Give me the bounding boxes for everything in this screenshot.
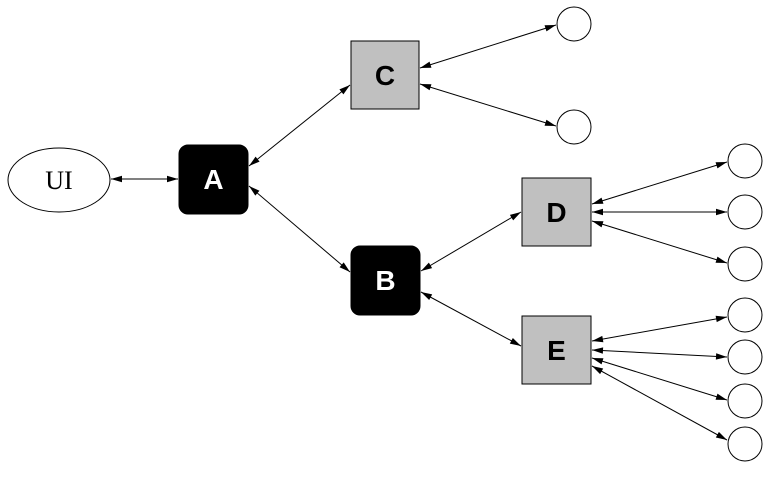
- leaf-node-e-3: [727, 383, 763, 419]
- node-ui-shape: [7, 147, 111, 213]
- edge-e-leaf-2-line: [591, 349, 728, 358]
- leaf-node-e-1: [727, 297, 763, 333]
- edge-c-leaf-2-arrow-start: [420, 84, 432, 91]
- edge-b-d-arrow-start: [421, 262, 433, 271]
- node-c-label: C: [375, 60, 395, 91]
- edge-e-leaf-1-arrow-start: [592, 335, 604, 343]
- leaf-node-c-1: [556, 6, 592, 42]
- node-b: B: [350, 245, 421, 316]
- node-b-shape: [350, 245, 421, 316]
- edge-d-leaf-1-arrow-end: [715, 162, 727, 169]
- edge-e-leaf-4-arrow-start: [592, 366, 604, 375]
- edge-b-d: [420, 211, 522, 272]
- node-e-shape: [521, 315, 592, 385]
- leaf-node-c-2: [556, 109, 592, 145]
- edge-e-leaf-1: [591, 315, 728, 343]
- node-a: A: [178, 144, 249, 215]
- edge-b-e: [420, 291, 522, 347]
- edge-a-b-arrow-start: [249, 186, 260, 196]
- edge-ui-a-arrow-start: [111, 175, 122, 183]
- node-ui: UI: [7, 147, 111, 213]
- leaf-node-d-2: [727, 194, 763, 230]
- edge-ui-a-arrow-end: [167, 175, 178, 183]
- node-a-shape: [178, 144, 249, 215]
- node-e-label: E: [547, 335, 566, 366]
- edge-d-leaf-3-arrow-start: [592, 221, 604, 228]
- edge-c-leaf-1-arrow-end: [544, 25, 556, 32]
- node-a-label: A: [203, 164, 223, 195]
- edge-e-leaf-4-arrow-end: [715, 431, 727, 440]
- node-d: D: [521, 177, 592, 247]
- edge-b-e-line: [420, 291, 522, 347]
- edge-c-leaf-1-arrow-start: [420, 61, 432, 68]
- node-e: E: [521, 315, 592, 385]
- edge-e-leaf-2-arrow-start: [592, 347, 604, 354]
- leaf-node-e-2: [727, 339, 763, 375]
- edge-a-c-arrow-end: [339, 85, 350, 95]
- edge-e-leaf-4-line: [591, 365, 728, 441]
- edge-e-leaf-3-arrow-end: [715, 393, 727, 400]
- edge-a-c-arrow-start: [249, 156, 260, 166]
- edge-e-leaf-1-line: [591, 316, 728, 342]
- edge-c-leaf-1: [419, 24, 557, 69]
- leaf-node-d-1: [727, 143, 763, 179]
- edge-c-leaf-2-arrow-end: [544, 119, 556, 126]
- edge-d-leaf-3-line: [591, 220, 728, 264]
- edge-b-e-arrow-end: [509, 337, 521, 346]
- node-d-label: D: [546, 197, 566, 228]
- edges-layer: [111, 24, 728, 441]
- edge-a-c-line: [248, 84, 351, 167]
- edge-d-leaf-2-arrow-start: [592, 208, 603, 216]
- edge-d-leaf-2-arrow-end: [716, 208, 727, 216]
- edge-e-leaf-3-arrow-start: [592, 358, 604, 365]
- edge-a-b-line: [248, 185, 351, 273]
- edge-b-d-line: [420, 211, 522, 272]
- leaf-node-d-3: [727, 246, 763, 282]
- node-c-shape: [350, 40, 420, 110]
- edge-d-leaf-1: [591, 161, 728, 205]
- edge-e-leaf-2: [591, 347, 728, 360]
- edge-d-leaf-3: [591, 220, 728, 264]
- edge-a-b-arrow-end: [339, 262, 350, 272]
- edge-c-leaf-2: [419, 83, 557, 127]
- edge-e-leaf-2-arrow-end: [715, 353, 727, 360]
- edge-c-leaf-1-line: [419, 24, 557, 69]
- edge-ui-a: [111, 175, 178, 183]
- node-c: C: [350, 40, 420, 110]
- edge-d-leaf-1-arrow-start: [592, 197, 604, 204]
- node-d-shape: [521, 177, 592, 247]
- edge-e-leaf-3: [591, 357, 728, 401]
- edge-e-leaf-3-line: [591, 357, 728, 401]
- edge-b-d-arrow-end: [509, 212, 521, 221]
- node-b-label: B: [375, 265, 395, 296]
- edge-a-c: [248, 84, 351, 167]
- edge-d-leaf-3-arrow-end: [715, 256, 727, 263]
- edge-a-b: [248, 185, 351, 273]
- leaf-node-e-4: [727, 426, 763, 462]
- node-ui-label: UI: [45, 166, 72, 195]
- edge-b-e-arrow-start: [421, 292, 433, 301]
- edge-e-leaf-1-arrow-end: [715, 315, 727, 323]
- edge-c-leaf-2-line: [419, 83, 557, 127]
- edge-d-leaf-1-line: [591, 161, 728, 205]
- edge-d-leaf-2: [592, 208, 727, 216]
- edge-e-leaf-4: [591, 365, 728, 441]
